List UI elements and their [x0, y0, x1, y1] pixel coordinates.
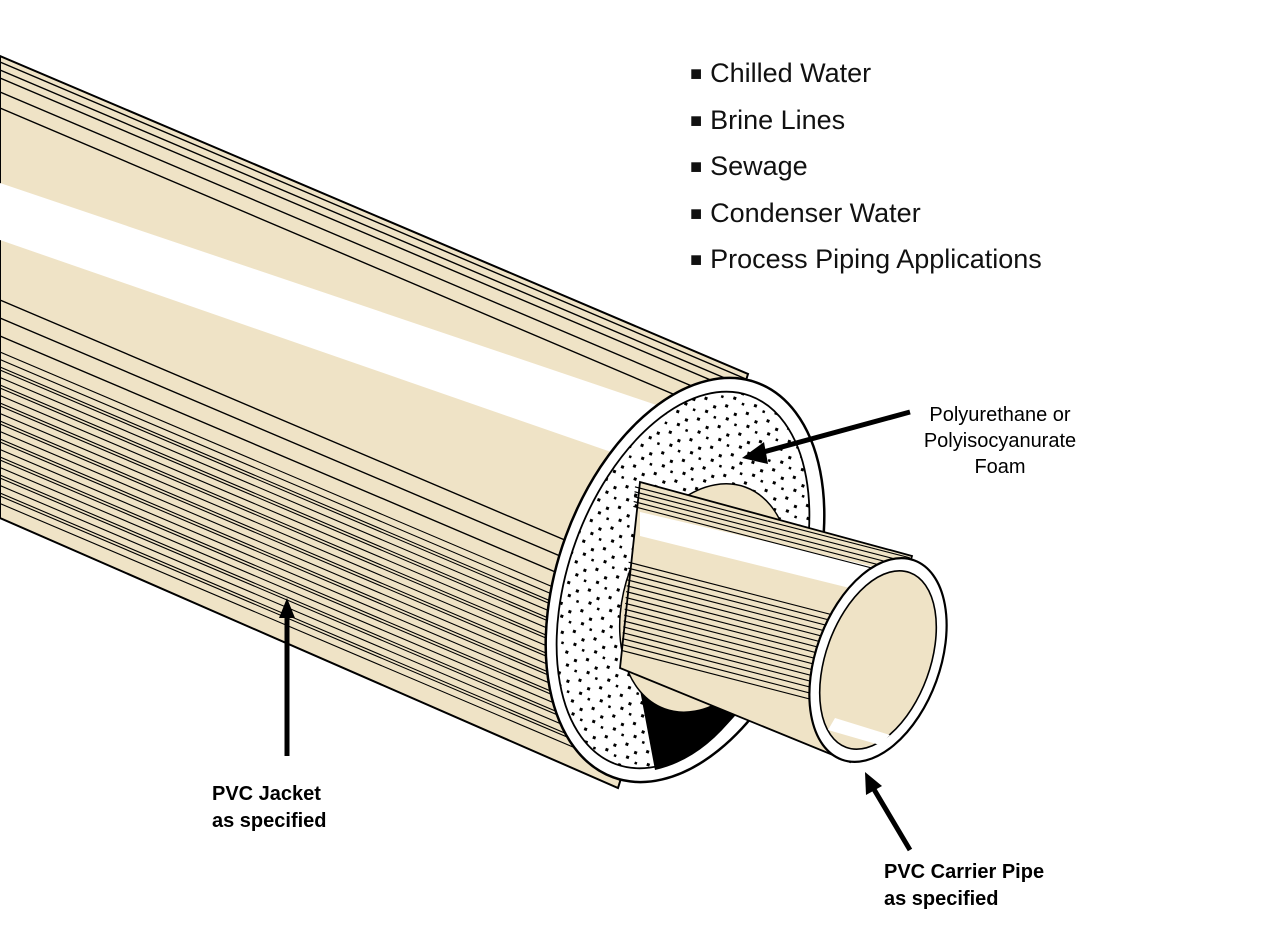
carrier-arrow — [869, 784, 913, 852]
carrier-highlight — [640, 512, 905, 600]
pipe-contour-line — [0, 77, 748, 419]
pvc-carrier-pipe — [619, 480, 948, 764]
carrier-callout: PVC Carrier Pipe as specified — [884, 861, 1045, 910]
leader-arrows — [279, 409, 913, 852]
foam-arrow — [755, 409, 911, 457]
pipe-contour-line — [0, 91, 748, 433]
bullet-square-icon: ■ — [690, 249, 703, 271]
application-item: ■Brine Lines — [690, 104, 846, 135]
pipe-contour-line — [0, 69, 748, 411]
bullet-square-icon: ■ — [690, 109, 703, 132]
pipe-contour-line — [0, 107, 748, 449]
pipe-contour-line — [620, 486, 910, 564]
jacket-callout: PVC Jacket as specified — [212, 783, 327, 832]
jacket-highlight — [0, 183, 748, 495]
bullet-square-icon: ■ — [690, 156, 703, 178]
pipe-contour-line — [620, 487, 910, 569]
application-item: ■Condenser Water — [690, 197, 921, 228]
application-item: ■Process Piping Applications — [690, 244, 1042, 274]
application-item: ■Chilled Water — [690, 58, 872, 88]
pipe-contour-line — [620, 492, 910, 574]
bullet-square-icon: ■ — [690, 202, 703, 225]
bullet-square-icon: ■ — [690, 63, 703, 85]
application-item: ■Sewage — [690, 151, 808, 181]
foam-callout: Polyurethane or Polyisocyanurate Foam — [923, 404, 1077, 478]
pipe-contour-line — [0, 61, 748, 403]
applications-list: ■Chilled Water ■Brine Lines ■Sewage ■Con… — [690, 52, 1042, 285]
